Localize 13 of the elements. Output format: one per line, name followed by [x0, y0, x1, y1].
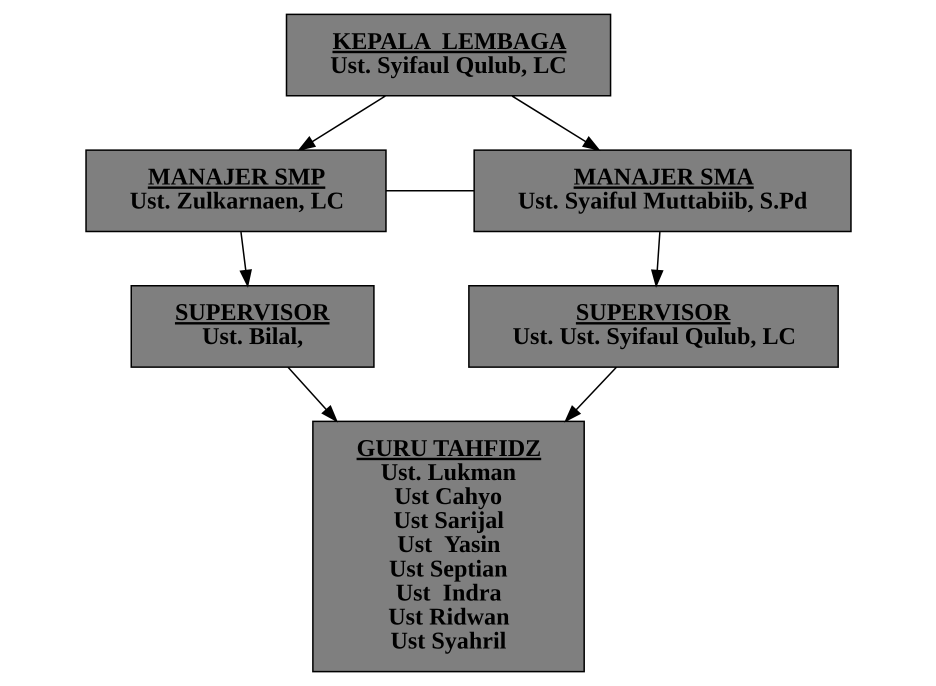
node-box: MANAJER SMA Ust. Syaiful Muttabiib, S.Pd	[472, 149, 852, 232]
node-box: GURU TAHFIDZ Ust. Lukman Ust Cahyo Ust Sarijal Ust Yasin Ust Septian Ust Indra Ust Ridwan Ust Syahril	[312, 420, 584, 672]
arrow	[511, 95, 600, 151]
arrow	[238, 232, 252, 288]
connector	[386, 190, 474, 192]
arrow	[564, 366, 616, 423]
node-box: SUPERVISOR Ust. Bilal,	[130, 284, 374, 368]
arrow	[287, 366, 338, 423]
node-box: MANAJER SMP Ust. Zulkarnaen, LC	[84, 149, 386, 232]
node-box: SUPERVISOR Ust. Ust. Syifaul Qulub, LC	[468, 284, 838, 368]
node-box: KEPALA LEMBAGA Ust. Syifaul Qulub, LC	[285, 14, 611, 97]
arrow	[650, 232, 664, 288]
arrow	[296, 95, 386, 151]
